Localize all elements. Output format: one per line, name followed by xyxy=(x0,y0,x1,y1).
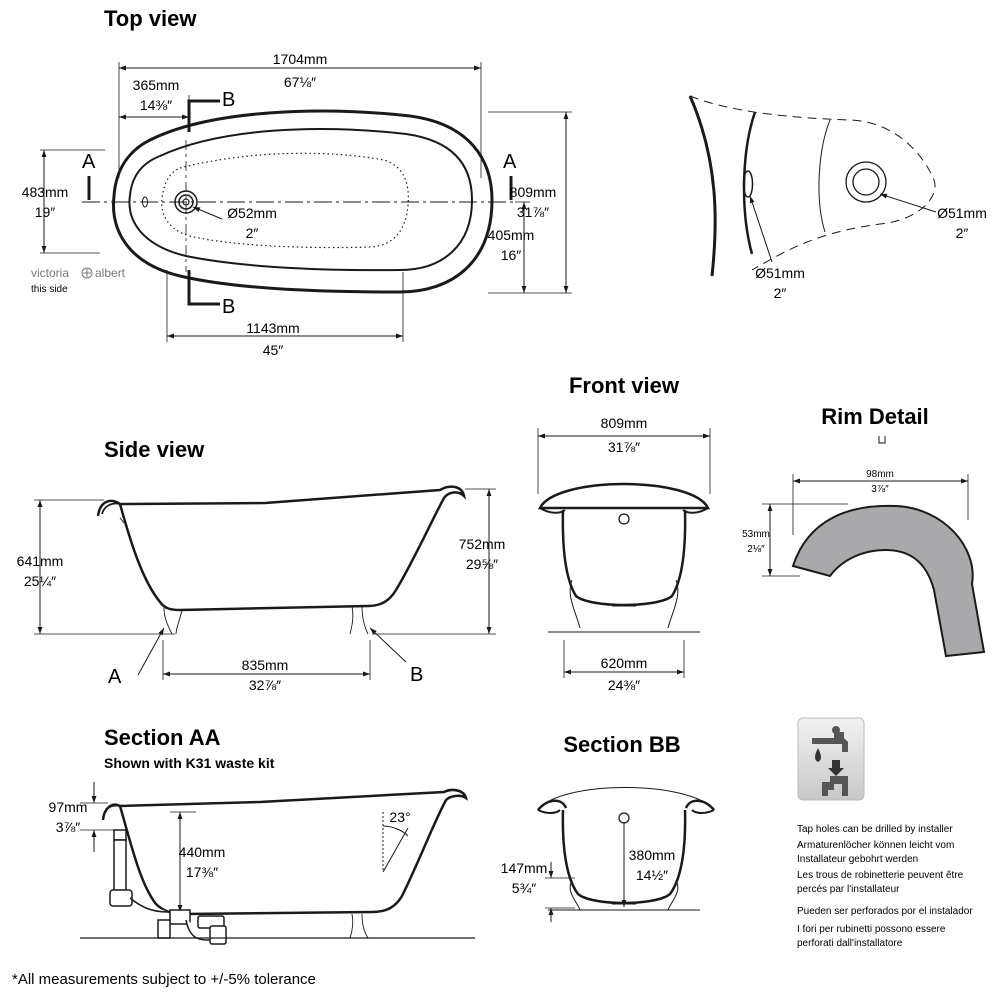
rim-height-in: 2⅛″ xyxy=(747,544,765,555)
rim-height-mm: 53mm xyxy=(742,529,770,540)
side-view-title: Side view xyxy=(104,437,205,462)
section-bb-title: Section BB xyxy=(563,732,680,757)
section-a-right: A xyxy=(503,151,517,173)
svg-text:Pueden ser perforados por el i: Pueden ser perforados por el instalador xyxy=(797,906,973,917)
side-height-mm: 641mm xyxy=(17,553,64,569)
rim-detail-title: Rim Detail xyxy=(821,404,929,429)
width-mm: 809mm xyxy=(510,184,557,200)
width-in: 31⅞″ xyxy=(517,204,549,220)
rim-detail: Rim Detail 98mm 3⅞″ 53mm 2⅛″ xyxy=(742,404,986,658)
front-width-mm: 809mm xyxy=(601,415,648,431)
front-width-in: 31⅞″ xyxy=(608,439,640,455)
svg-text:perforati dall'installatore: perforati dall'installatore xyxy=(797,938,903,949)
section-bb-feet-mm: 147mm xyxy=(501,860,548,876)
svg-text:percés par l'installateur: percés par l'installateur xyxy=(797,884,900,895)
base-in: 45″ xyxy=(263,342,284,358)
section-aa-rim-mm: 97mm xyxy=(49,799,88,815)
height-mm: 483mm xyxy=(22,184,69,200)
svg-text:Installateur gebohrt werden: Installateur gebohrt werden xyxy=(797,854,918,865)
section-bb-depth-mm: 380mm xyxy=(629,847,676,863)
length-mm: 1704mm xyxy=(273,51,327,67)
section-aa-rim-in: 3⅞″ xyxy=(56,819,80,835)
side-height-in: 25¼″ xyxy=(24,573,56,589)
tolerance-footnote: *All measurements subject to +/-5% toler… xyxy=(12,971,316,988)
side-feet-mm: 835mm xyxy=(242,657,289,673)
section-bb-depth-in: 14½″ xyxy=(636,867,668,883)
front-feet-in: 24⅜″ xyxy=(608,677,640,693)
side-view: Side view A B 641mm 25¼″ 752mm 29⅝″ 835m… xyxy=(17,437,506,693)
base-mm: 1143mm xyxy=(246,320,299,336)
this-side-label: this side xyxy=(31,284,68,295)
tap-hole1-in: 2″ xyxy=(774,285,787,301)
svg-text:albert: albert xyxy=(95,266,126,280)
side-feet-in: 32⅞″ xyxy=(249,677,281,693)
section-aa-subtitle: Shown with K31 waste kit xyxy=(104,755,275,771)
section-aa-depth-in: 17⅜″ xyxy=(186,864,218,880)
head-mm: 365mm xyxy=(133,77,180,93)
section-aa: Section AA Shown with K31 waste kit 23° xyxy=(49,725,475,945)
half-mm: 405mm xyxy=(488,227,535,243)
section-bb: Section BB 147mm 5¾″ 380mm 14½″ xyxy=(501,732,715,922)
tap-hole-icon xyxy=(797,717,865,801)
head-in: 14⅜″ xyxy=(140,97,172,113)
svg-text:Les trous de robinetterie peuv: Les trous de robinetterie peuvent être xyxy=(797,870,964,881)
front-feet-mm: 620mm xyxy=(601,655,648,671)
section-bb-feet-in: 5¾″ xyxy=(512,880,536,896)
side-label-a: A xyxy=(108,666,122,688)
tap-hole2-in: 2″ xyxy=(956,225,969,241)
waste-in: 2″ xyxy=(246,225,259,241)
half-in: 16″ xyxy=(501,247,522,263)
svg-text:victoria: victoria xyxy=(31,266,69,280)
section-aa-angle: 23° xyxy=(389,809,410,825)
side-total-in: 29⅝″ xyxy=(466,556,498,572)
svg-text:Tap holes can be drilled by in: Tap holes can be drilled by installer xyxy=(797,824,953,835)
length-in: 67⅛″ xyxy=(284,74,316,90)
front-view-title: Front view xyxy=(569,373,680,398)
side-label-b: B xyxy=(410,664,423,686)
waste-mm: Ø52mm xyxy=(227,205,277,221)
brand-logo: victoria albert xyxy=(31,266,126,280)
svg-text:I fori per rubinetti possono e: I fori per rubinetti possono essere xyxy=(797,924,946,935)
rim-profile xyxy=(791,504,986,658)
section-a-left: A xyxy=(82,151,96,173)
tap-hole-detail: Ø51mm 2″ Ø51mm 2″ xyxy=(688,95,987,301)
tap-hole-notes: Tap holes can be drilled by installer Ar… xyxy=(797,824,973,949)
rim-width-mm: 98mm xyxy=(866,469,894,480)
front-view: Front view 809mm 31⅞″ 620mm 24⅜″ xyxy=(537,373,711,693)
svg-text:Armaturenlöcher können leicht: Armaturenlöcher können leicht vom xyxy=(797,840,954,851)
side-total-mm: 752mm xyxy=(459,536,506,552)
section-b-bottom: B xyxy=(222,296,235,318)
section-aa-title: Section AA xyxy=(104,725,221,750)
top-view-title: Top view xyxy=(104,6,197,31)
top-view: Top view xyxy=(22,6,572,358)
tap-hole2-mm: Ø51mm xyxy=(937,205,987,221)
tap-hole1-mm: Ø51mm xyxy=(755,265,805,281)
height-in: 19″ xyxy=(35,204,56,220)
rim-width-in: 3⅞″ xyxy=(871,484,889,495)
section-aa-depth-mm: 440mm xyxy=(179,844,226,860)
section-b-top: B xyxy=(222,89,235,111)
